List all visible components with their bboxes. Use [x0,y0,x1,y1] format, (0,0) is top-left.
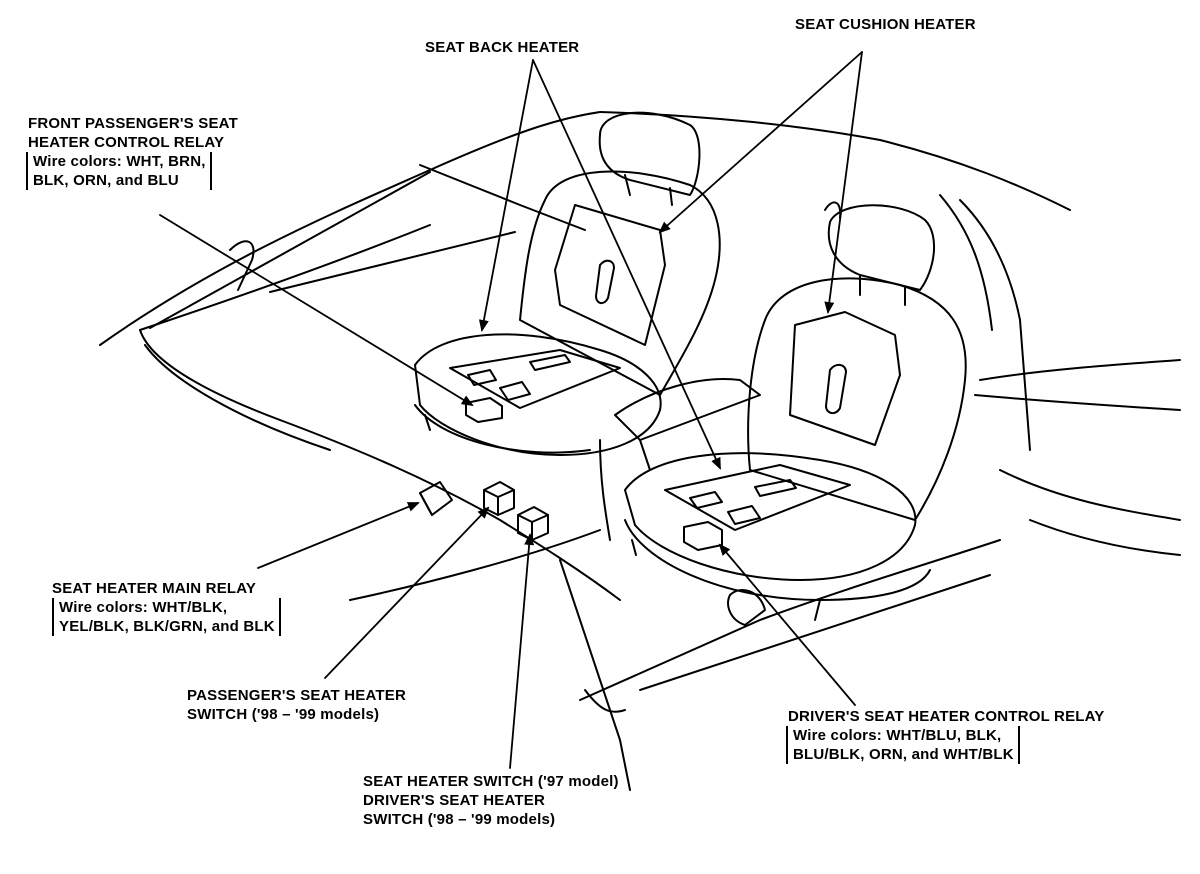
leader-lines [159,51,863,769]
seat-cushion-heater-text: SEAT CUSHION HEATER [795,16,976,33]
main-relay-wire-colors: Wire colors: WHT/BLK, YEL/BLK, BLK/GRN, … [52,598,281,636]
driver-switch-line2: DRIVER'S SEAT HEATER [363,792,546,809]
main-relay-line1: SEAT HEATER MAIN RELAY [52,580,257,597]
driver-switch-line3: SWITCH ('98 – '99 models) [363,811,556,828]
driver-relay-wire-colors: Wire colors: WHT/BLU, BLK, BLU/BLK, ORN,… [786,726,1020,764]
driver-switch-line1: SEAT HEATER SWITCH ('97 model) [363,773,619,790]
driver-relay-wire2: BLU/BLK, ORN, and WHT/BLK [793,746,1014,763]
passenger-seat [414,111,721,456]
seat-back-heater-text: SEAT BACK HEATER [425,39,580,56]
front-passenger-relay-line1: FRONT PASSENGER'S SEAT [28,115,238,132]
driver-relay-line1: DRIVER'S SEAT HEATER CONTROL RELAY [788,708,1105,725]
driver-switch-box [517,506,549,541]
driver-relay-label: DRIVER'S SEAT HEATER CONTROL RELAY [788,707,1105,726]
front-passenger-relay-wire2: BLK, ORN, and BLU [33,172,179,189]
driver-relay-wire1: Wire colors: WHT/BLU, BLK, [793,727,1002,744]
front-passenger-relay-wire-colors: Wire colors: WHT, BRN, BLK, ORN, and BLU [26,152,212,190]
main-relay-label: SEAT HEATER MAIN RELAY [52,579,256,598]
seat-cushion-heater-label: SEAT CUSHION HEATER [795,15,976,34]
passenger-switch-box [483,481,515,516]
main-relay-wire1: Wire colors: WHT/BLK, [59,599,228,616]
driver-switch-label: SEAT HEATER SWITCH ('97 model) DRIVER'S … [363,772,619,829]
main-relay-box [419,481,453,516]
center-console [599,378,761,541]
front-passenger-relay-label: FRONT PASSENGER'S SEAT HEATER CONTROL RE… [28,114,238,152]
main-relay-wire2: YEL/BLK, BLK/GRN, and BLK [59,618,275,635]
passenger-switch-line2: SWITCH ('98 – '99 models) [187,706,380,723]
seat-back-heater-label: SEAT BACK HEATER [425,38,579,57]
passenger-switch-line1: PASSENGER'S SEAT HEATER [187,687,407,704]
passenger-switch-label: PASSENGER'S SEAT HEATER SWITCH ('98 – '9… [187,686,406,724]
front-passenger-relay-wire1: Wire colors: WHT, BRN, [33,153,206,170]
front-passenger-relay-line2: HEATER CONTROL RELAY [28,134,225,151]
driver-seat [624,204,967,626]
